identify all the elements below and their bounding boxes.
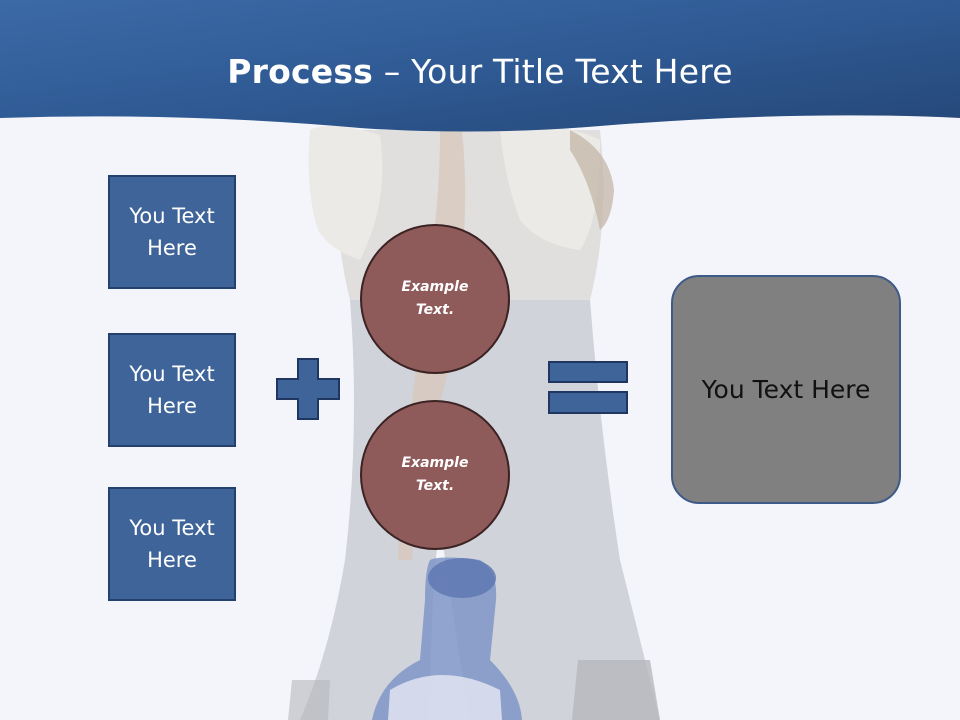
header-band [0, 0, 960, 132]
plus-icon [276, 358, 340, 420]
text-box-1-label: You Text Here [129, 204, 215, 260]
text-box-3[interactable]: You Text Here [108, 487, 236, 601]
example-circle-2[interactable]: Example Text. [360, 400, 510, 550]
text-box-2[interactable]: You Text Here [108, 333, 236, 447]
title-rest: – Your Title Text Here [373, 52, 733, 91]
example-circle-1[interactable]: Example Text. [360, 224, 510, 374]
slide-title: Process – Your Title Text Here [0, 52, 960, 91]
text-box-3-label: You Text Here [129, 516, 215, 572]
example-circle-1-label: Example Text. [401, 279, 469, 318]
result-box-label: You Text Here [701, 375, 871, 404]
text-box-2-label: You Text Here [129, 362, 215, 418]
example-circle-2-label: Example Text. [401, 455, 469, 494]
result-box[interactable]: You Text Here [671, 275, 901, 504]
title-bold: Process [227, 52, 374, 91]
text-box-1[interactable]: You Text Here [108, 175, 236, 289]
equals-icon [548, 361, 628, 414]
